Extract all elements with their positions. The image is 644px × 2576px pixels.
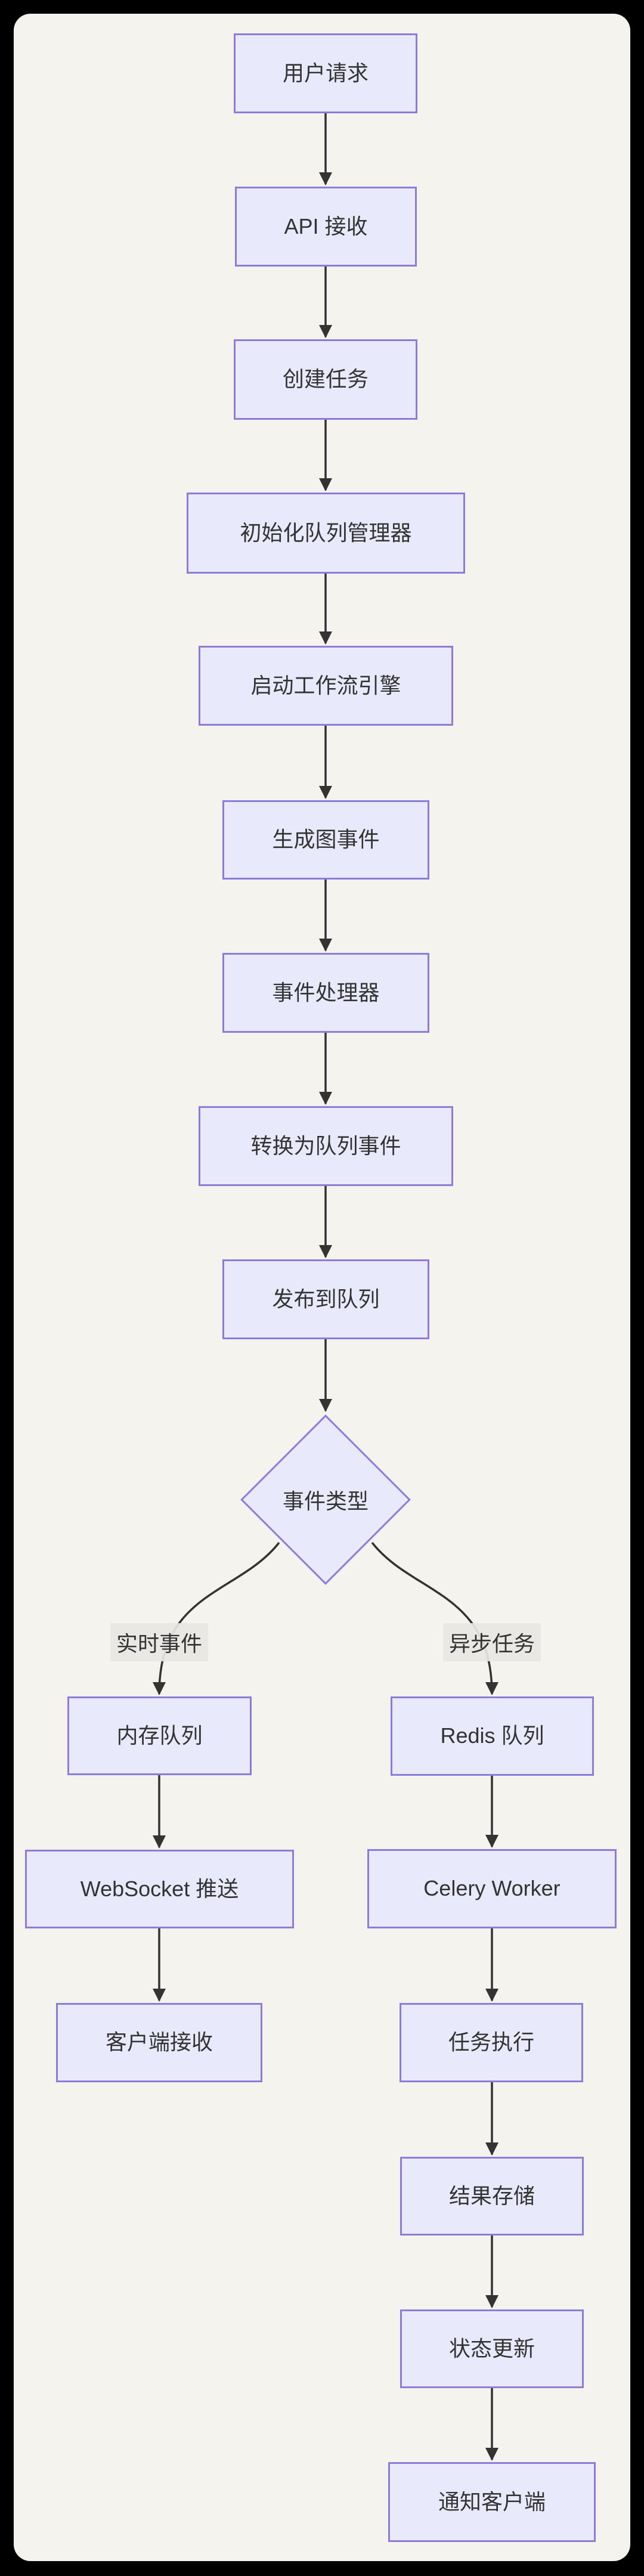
node-start-workflow-engine: 启动工作流引擎: [199, 646, 453, 726]
node-redis-queue: Redis 队列: [391, 1696, 594, 1776]
diamond-label: 事件类型: [282, 1489, 369, 1513]
node-task-execution: 任务执行: [400, 2003, 583, 2082]
node-api-receive: API 接收: [235, 187, 417, 267]
node-celery-worker: Celery Worker: [367, 1849, 617, 1928]
node-event-handler: 事件处理器: [222, 953, 429, 1033]
node-generate-graph-events: 生成图事件: [222, 800, 429, 880]
node-notify-client: 通知客户端: [388, 2462, 596, 2542]
node-memory-queue: 内存队列: [67, 1696, 252, 1775]
node-create-task: 创建任务: [234, 339, 417, 420]
node-websocket-push: WebSocket 推送: [25, 1850, 294, 1928]
node-result-storage: 结果存储: [400, 2157, 584, 2236]
node-init-queue-manager: 初始化队列管理器: [187, 493, 465, 574]
node-event-type: 事件类型: [240, 1413, 411, 1586]
node-status-update: 状态更新: [400, 2309, 584, 2388]
edge-label-async-task: 异步任务: [442, 1623, 541, 1661]
node-client-receive: 客户端接收: [56, 2003, 262, 2082]
node-publish-to-queue: 发布到队列: [222, 1259, 429, 1339]
edge-label-realtime-events: 实时事件: [110, 1623, 209, 1661]
node-convert-to-queue-events: 转换为队列事件: [199, 1106, 453, 1186]
node-user-request: 用户请求: [234, 33, 417, 113]
